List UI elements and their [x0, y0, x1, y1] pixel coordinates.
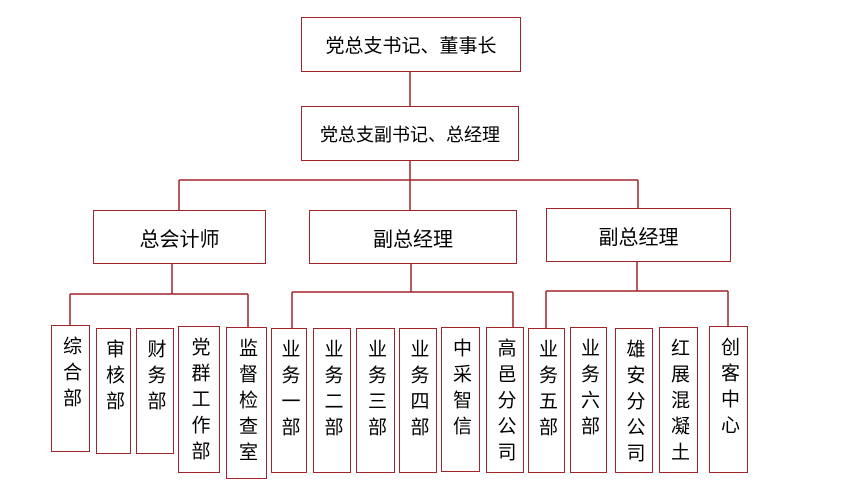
department-label: 红展混凝土 [668, 338, 690, 468]
department-label: 审核部 [103, 339, 125, 417]
level2-box: 党总支副书记、总经理 [301, 106, 519, 161]
department-box: 综合部 [51, 325, 90, 452]
chief-accountant-box: 总会计师 [93, 210, 266, 264]
department-box: 业务五部 [528, 328, 565, 473]
department-label: 业务六部 [578, 338, 600, 442]
department-box: 审核部 [96, 328, 131, 454]
department-label: 业务三部 [365, 339, 387, 443]
department-box: 红展混凝土 [659, 327, 698, 473]
root-label: 党总支书记、董事长 [325, 35, 497, 57]
department-box: 业务六部 [570, 327, 607, 473]
department-box: 业务四部 [399, 328, 437, 473]
department-label: 业务一部 [278, 339, 301, 443]
department-box: 中采智信 [441, 327, 480, 472]
department-label: 综合部 [60, 336, 82, 414]
department-label: 财务部 [144, 339, 167, 417]
department-label: 业务五部 [536, 339, 558, 443]
department-box: 业务二部 [313, 328, 351, 473]
department-label: 监督检查室 [236, 338, 258, 468]
department-label: 高邑分公司 [494, 338, 517, 468]
department-label: 党群工作部 [188, 337, 211, 467]
root-box: 党总支书记、董事长 [301, 17, 521, 72]
level2-label: 党总支副书记、总经理 [320, 124, 500, 146]
department-box: 财务部 [136, 328, 174, 454]
deputy-gm-right-box: 副总经理 [546, 208, 731, 262]
department-box: 创客中心 [709, 326, 748, 473]
department-box: 业务一部 [271, 328, 307, 473]
department-box: 业务三部 [356, 328, 395, 473]
department-label: 中采智信 [450, 338, 472, 442]
department-label: 业务二部 [321, 339, 344, 443]
deputy-gm-right-label: 副总经理 [598, 224, 679, 249]
department-label: 雄安分公司 [623, 339, 646, 469]
department-label: 业务四部 [407, 339, 430, 443]
deputy-gm-middle-box: 副总经理 [309, 210, 517, 264]
deputy-gm-middle-label: 副总经理 [373, 226, 453, 251]
department-label: 创客中心 [718, 337, 740, 441]
department-box: 高邑分公司 [486, 327, 524, 473]
department-box: 监督检查室 [226, 327, 267, 479]
department-box: 雄安分公司 [615, 328, 653, 473]
department-box: 党群工作部 [178, 326, 220, 473]
chief-accountant-label: 总会计师 [139, 226, 220, 251]
